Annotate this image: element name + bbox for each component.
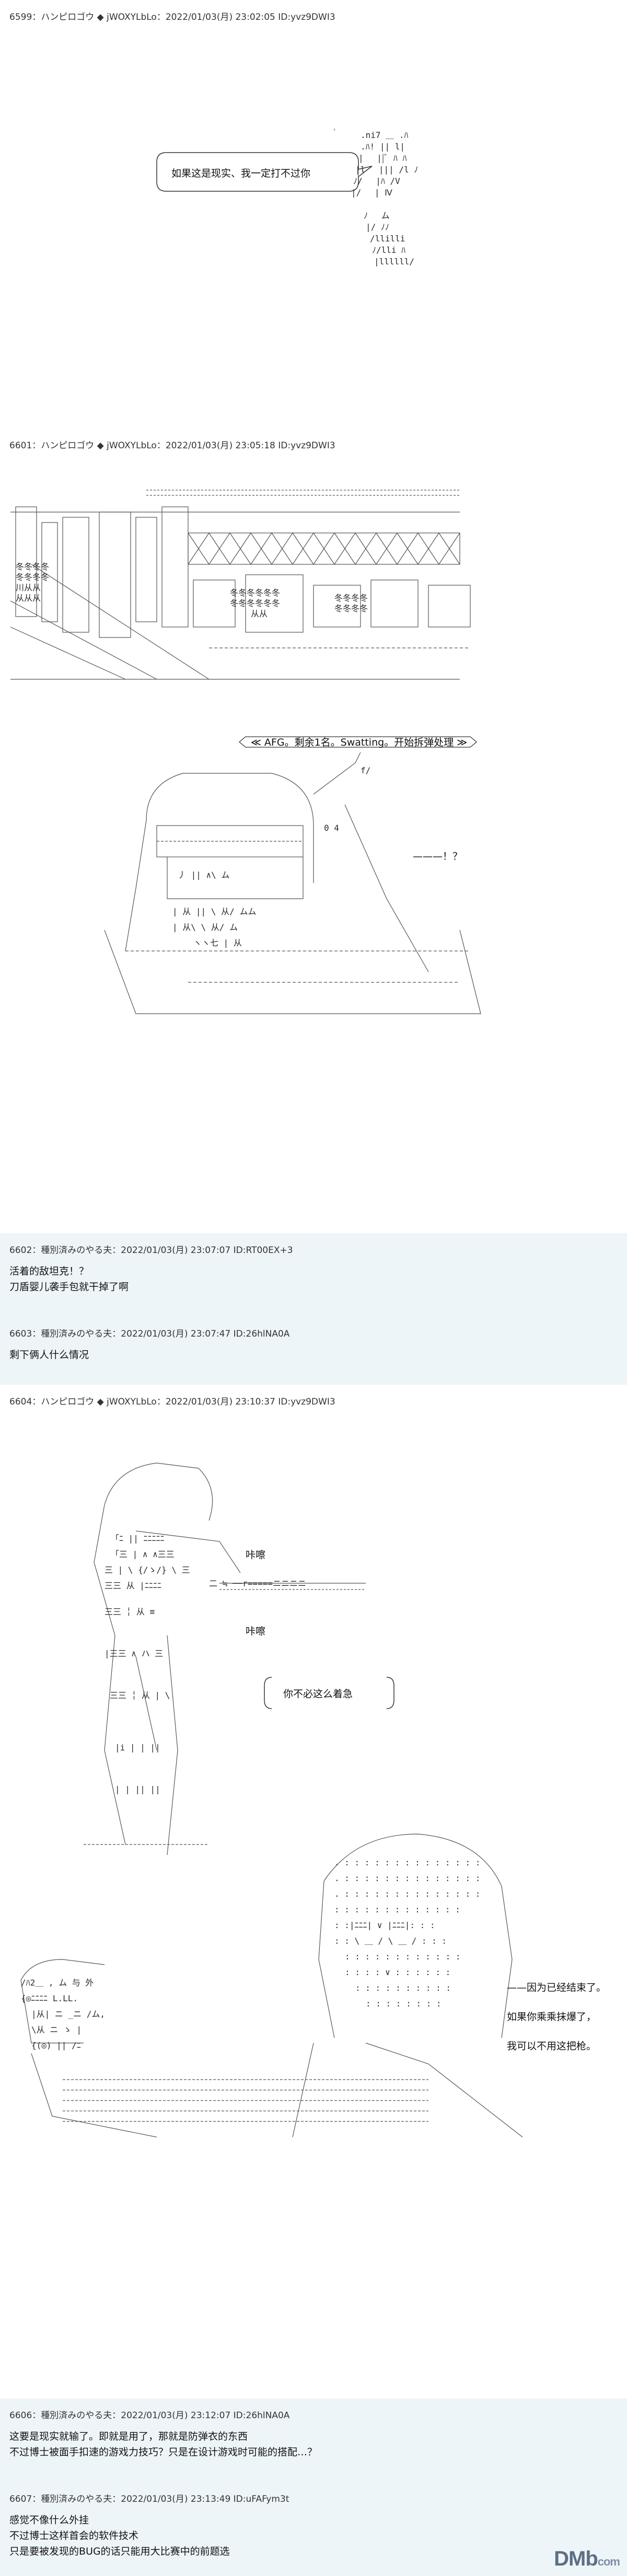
post-line: 剩下俩人什么情况 (9, 1349, 89, 1361)
svg-text:冬冬冬冬: 冬冬冬冬 (334, 604, 368, 613)
svg-text:0 4: 0 4 (324, 823, 339, 833)
post-6604: 6604：ハンピロゴウ ◆ jWOXYLbLo：2022/01/03(月) 23… (0, 1385, 627, 2398)
post-line: 活着的敌坦克！？ (9, 1266, 89, 1277)
svg-text:三三 从 |ﾆﾆﾆﾆ: 三三 从 |ﾆﾆﾆﾆ (104, 1581, 161, 1591)
svg-text:/ﾊ2＿ , ム 与 外: /ﾊ2＿ , ム 与 外 (21, 1978, 94, 1988)
svg-text:. : : : : : : : : : : : : : :: . : : : : : : : : : : : : : : (334, 1858, 480, 1867)
site-watermark-logo: DMbcom (554, 2547, 620, 2571)
speech-text-gun: 我可以不用这把枪。 (507, 2040, 596, 2052)
two-characters-art (20, 1834, 523, 2138)
svg-text:冬冬冬冬: 冬冬冬冬 (334, 593, 368, 603)
post-line: 不过博士这样首会的软件技术 (9, 2530, 139, 2542)
post-line: 刀盾婴儿袭手包就干掉了啊 (9, 1281, 129, 1293)
svg-text:｢三 | ∧ ∧三三: ｢三 | ∧ ∧三三 (115, 1549, 175, 1559)
svg-text:|/ ﾉﾉ: |/ ﾉﾉ (366, 222, 389, 232)
svg-text:|从| ニ _ニ /ム,: |从| ニ _ニ /ム, (31, 2009, 105, 2019)
svg-text:ﾉ/ |ﾊ /V: ﾉ/ |ﾊ /V (353, 176, 400, 186)
post-6607: 6607：種別済みのやる夫：2022/01/03(月) 23:13:49 ID:… (0, 2482, 627, 2576)
post-6603: 6603：種別済みのやる夫：2022/01/03(月) 23:07:47 ID:… (0, 1317, 627, 1385)
speech-text-if: 如果你乘乘抹爆了， (507, 2011, 596, 2023)
svg-text:|l ||| /l ﾉ: |l ||| /l ﾉ (355, 165, 418, 175)
svg-text:|llllll/: |llllll/ (374, 257, 414, 266)
speech-text-afg: ≪ AFG。剩余1名。Swatting。开始拆弹处理 ≫ (251, 737, 467, 748)
ascii-art-scene: 冬冬冬冬 冬冬冬冬 川从从 从从从 冬冬冬冬冬冬 冬冬冬冬冬冬 从从 冬冬冬冬 … (10, 490, 481, 1014)
watermark-main: DMb (554, 2547, 598, 2570)
svg-text:| | || ||: | | || || (115, 1784, 160, 1794)
svg-text:.ni7 ＿ .ﾊ: .ni7 ＿ .ﾊ (361, 130, 408, 140)
post-header: 6604：ハンピロゴウ ◆ jWOXYLbLo：2022/01/03(月) 23… (9, 1397, 335, 1407)
speech-text: 如果这是现实、我一定打不过你 (171, 168, 310, 179)
svg-text:ﾉ/lli ﾊ: ﾉ/lli ﾊ (372, 245, 405, 255)
post-header: 6599：ハンピロゴウ ◆ jWOXYLbLo：2022/01/03(月) 23… (9, 12, 335, 22)
svg-text:冬冬冬冬冬冬: 冬冬冬冬冬冬 (230, 598, 280, 608)
svg-text:|i | | ||: |i | | || (115, 1743, 160, 1753)
speech-text-exclaim: ———！？ (413, 851, 462, 862)
svg-text:冬冬冬冬: 冬冬冬冬 (16, 572, 49, 582)
svg-text:{(◎) || /ﾆ: {(◎) || /ﾆ (31, 2040, 81, 2050)
svg-text:: :|ﾆﾆﾆ| ∨ |ﾆﾆﾆ|: : :: : :|ﾆﾆﾆ| ∨ |ﾆﾆﾆ|: : : (334, 1920, 435, 1930)
sfx-click-1: 咔嚓 (246, 1549, 265, 1561)
svg-text:f/: f/ (361, 765, 370, 775)
post-6602: 6602：種別済みのやる夫：2022/01/03(月) 23:07:07 ID:… (0, 1233, 627, 1317)
svg-text:冬冬冬冬冬冬: 冬冬冬冬冬冬 (230, 588, 280, 598)
ascii-art-scene: ｢ﾆ || ﾆﾆﾆﾆﾆ ｢三 | ∧ ∧三三 三 | \ {/ゝ/} \ 三 三… (20, 1463, 606, 2138)
svg-text:二 ≒ ──r=====ニニニニ: 二 ≒ ──r=====ニニニニ (209, 1579, 306, 1588)
svg-text:三 | \ {/ゝ/} \ 三: 三 | \ {/ゝ/} \ 三 (104, 1565, 190, 1575)
svg-text:从从从: 从从从 (16, 593, 41, 603)
speech-text-over: ——因为已经结束了。 (507, 1982, 606, 1993)
svg-text:/llilli: /llilli (370, 234, 405, 243)
svg-text:: : : : ∨ : : : : : :: : : : : ∨ : : : : : : (345, 1967, 450, 1977)
city-skyline-art (10, 490, 471, 680)
post-6606: 6606：種別済みのやる夫：2022/01/03(月) 23:12:07 ID:… (0, 2398, 627, 2482)
watermark-sub: com (597, 2555, 620, 2568)
svg-text:从从: 从从 (251, 609, 268, 619)
svg-text:{◎ﾆﾆﾆﾆ L.LL.: {◎ﾆﾆﾆﾆ L.LL. (21, 1993, 78, 2003)
svg-text:川从从: 川从从 (16, 583, 41, 593)
post-line: 只是要被发现的BUG的话只能用大比赛中的前题选 (9, 2546, 230, 2557)
post-header: 6601：ハンピロゴウ ◆ jWOXYLbLo：2022/01/03(月) 23… (9, 440, 335, 451)
svg-text:| 从 || \ 从/ ムム: | 从 || \ 从/ ムム (172, 907, 256, 916)
post-header: 6602：種別済みのやる夫：2022/01/03(月) 23:07:07 ID:… (9, 1245, 293, 1256)
svg-text:: : : : : : : : : :: : : : : : : : : : : (355, 1983, 451, 1993)
svg-text:｢ﾆ || ﾆﾆﾆﾆﾆ: ｢ﾆ || ﾆﾆﾆﾆﾆ (115, 1534, 165, 1544)
post-line: 不过博士被面手扣速的游戏力技巧？只是在设计游戏时可能的搭配…？ (9, 2446, 318, 2458)
svg-text:: : : : : : : : : : : :: : : : : : : : : : : : : (345, 1952, 461, 1962)
svg-text:. : : : : : : : : : : : : : :: . : : : : : : : : : : : : : : (334, 1873, 480, 1883)
svg-text:| ||ﾞ ﾊ ﾊ: | ||ﾞ ﾊ ﾊ (358, 153, 407, 164)
svg-text:: : : : : : : : : : : : :: : : : : : : : : : : : : : (334, 1905, 460, 1914)
speech-text-hurry: 你不必这么着急 (283, 1688, 353, 1700)
post-6599: 6599：ハンピロゴウ ◆ jWOXYLbLo：2022/01/03(月) 23… (0, 0, 627, 428)
post-header: 6606：種別済みのやる夫：2022/01/03(月) 23:12:07 ID:… (9, 2410, 290, 2421)
sfx-click-2: 咔嚓 (246, 1626, 265, 1637)
svg-text:丿 || ∧\ ム: 丿 || ∧\ ム (178, 870, 229, 880)
soldier-art (104, 752, 481, 1014)
svg-text:\从 ニ ゝ |: \从 ニ ゝ | (31, 2025, 82, 2035)
svg-text:|三三 ∧ ハ 三: |三三 ∧ ハ 三 (104, 1649, 163, 1658)
post-6601: 6601：ハンピロゴウ ◆ jWOXYLbLo：2022/01/03(月) 23… (0, 428, 627, 1233)
post-header: 6607：種別済みのやる夫：2022/01/03(月) 23:13:49 ID:… (9, 2494, 289, 2504)
rifle-soldier-art (84, 1463, 366, 1855)
svg-text:.ﾊ! || l|: .ﾊ! || l| (361, 142, 405, 152)
svg-text:. : : : : : : : : : : : : : :: . : : : : : : : : : : : : : : (334, 1889, 480, 1899)
post-line: 感觉不像什么外挂 (9, 2514, 89, 2526)
svg-text:: : : : : : : :: : : : : : : : : (366, 1999, 442, 2009)
svg-text:ﾉ ム: ﾉ ム (364, 211, 390, 221)
svg-text:| 从\ \ 从/ ム: | 从\ \ 从/ ム (172, 922, 238, 932)
post-body: 这要是现实就输了。即就是用了，那就是防弹衣的东西 不过博士被面手扣速的游戏力技巧… (9, 2429, 317, 2460)
svg-text:冬冬冬冬: 冬冬冬冬 (16, 562, 49, 572)
svg-text:三三 ╎ 从 ≡: 三三 ╎ 从 ≡ (104, 1607, 155, 1617)
svg-text:: : \ ＿ / \ ＿ / : : :: : : \ ＿ / \ ＿ / : : : (334, 1936, 447, 1946)
post-header: 6603：種別済みのやる夫：2022/01/03(月) 23:07:47 ID:… (9, 1329, 290, 1339)
svg-text:ヽヽ七 | 从: ヽヽ七 | 从 (193, 938, 242, 948)
post-body: 剩下俩人什么情况 (9, 1347, 89, 1363)
ascii-art-figure: 如果这是现实、我一定打不过你 .ni7 ＿ .ﾊ .ﾊ! || l| | ||ﾞ… (156, 129, 418, 266)
svg-text:三三 ╎ 从 | \: 三三 ╎ 从 | \ (110, 1690, 170, 1700)
post-body: 感觉不像什么外挂 不过博士这样首会的软件技术 只是要被发现的BUG的话只能用大比… (9, 2512, 230, 2559)
post-line: 这要是现实就输了。即就是用了，那就是防弹衣的东西 (9, 2431, 248, 2442)
post-body: 活着的敌坦克！？ 刀盾婴儿袭手包就干掉了啊 (9, 1263, 129, 1295)
svg-text:|/ | Ⅳ: |/ | Ⅳ (351, 188, 392, 198)
